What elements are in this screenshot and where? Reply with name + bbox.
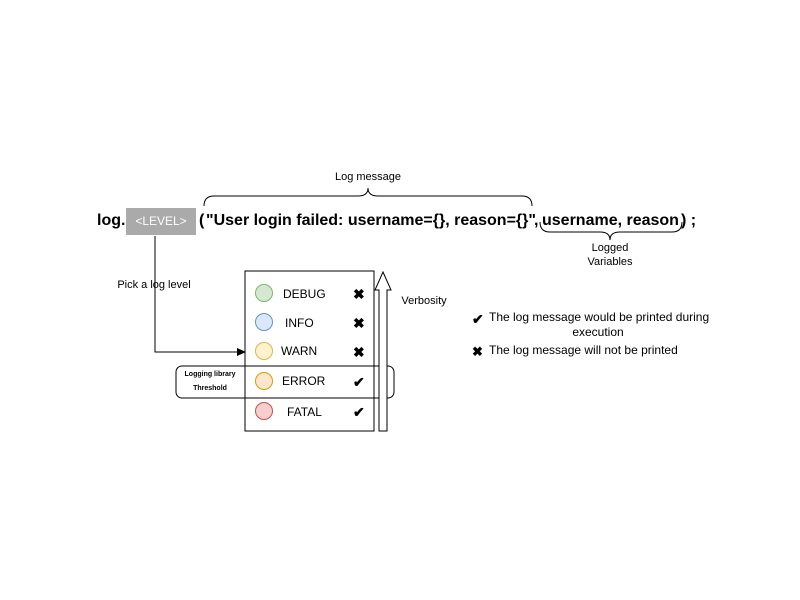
pick-level-label: Pick a log level — [117, 279, 191, 291]
log-message-label: Log message — [334, 171, 402, 183]
level-info: INFO — [285, 316, 314, 330]
open-paren: ( — [199, 212, 205, 229]
level-warn: WARN — [281, 344, 318, 358]
legend-printed-line2: execution — [572, 325, 624, 339]
legend-not-printed: The log message will not be printed — [489, 343, 678, 357]
verbosity-arrow — [374, 270, 392, 432]
info-circle-icon — [255, 313, 273, 331]
x-legend-icon: ✖ — [472, 344, 483, 359]
log-prefix: log. — [97, 212, 126, 229]
error-circle-icon — [255, 372, 273, 390]
warn-circle-icon — [255, 342, 273, 360]
pick-level-connector — [154, 236, 238, 353]
log-message-brace — [203, 187, 533, 207]
fatal-circle-icon — [255, 402, 273, 420]
threshold-label-1: Logging library — [184, 371, 236, 378]
logged-variables-brace — [539, 221, 683, 241]
level-fatal: FATAL — [287, 405, 322, 419]
close-statement: ) ; — [681, 212, 697, 229]
logged-variables-label-2: Variables — [587, 256, 633, 268]
logged-variables-text: username, reason — [542, 212, 679, 229]
check-mark-icon: ✔ — [353, 404, 365, 420]
check-mark-icon: ✔ — [353, 374, 365, 390]
check-legend-icon: ✔ — [472, 311, 484, 327]
x-mark-icon: ✖ — [353, 286, 365, 302]
connector-arrowhead — [237, 348, 246, 356]
level-debug: DEBUG — [283, 287, 326, 301]
threshold-box — [175, 365, 395, 399]
debug-circle-icon — [255, 284, 273, 302]
x-mark-icon: ✖ — [353, 315, 365, 331]
logged-variables-label-1: Logged — [591, 242, 629, 254]
verbosity-label: Verbosity — [401, 295, 447, 307]
level-error: ERROR — [282, 374, 326, 388]
level-placeholder: <LEVEL> — [126, 208, 196, 235]
legend-printed-line1: The log message would be printed during — [489, 310, 710, 324]
x-mark-icon: ✖ — [353, 344, 365, 360]
comma: , — [534, 212, 539, 229]
log-message-text: "User login failed: username={}, reason=… — [206, 212, 536, 229]
levels-box — [244, 270, 375, 432]
threshold-label-2: Threshold — [193, 385, 227, 392]
